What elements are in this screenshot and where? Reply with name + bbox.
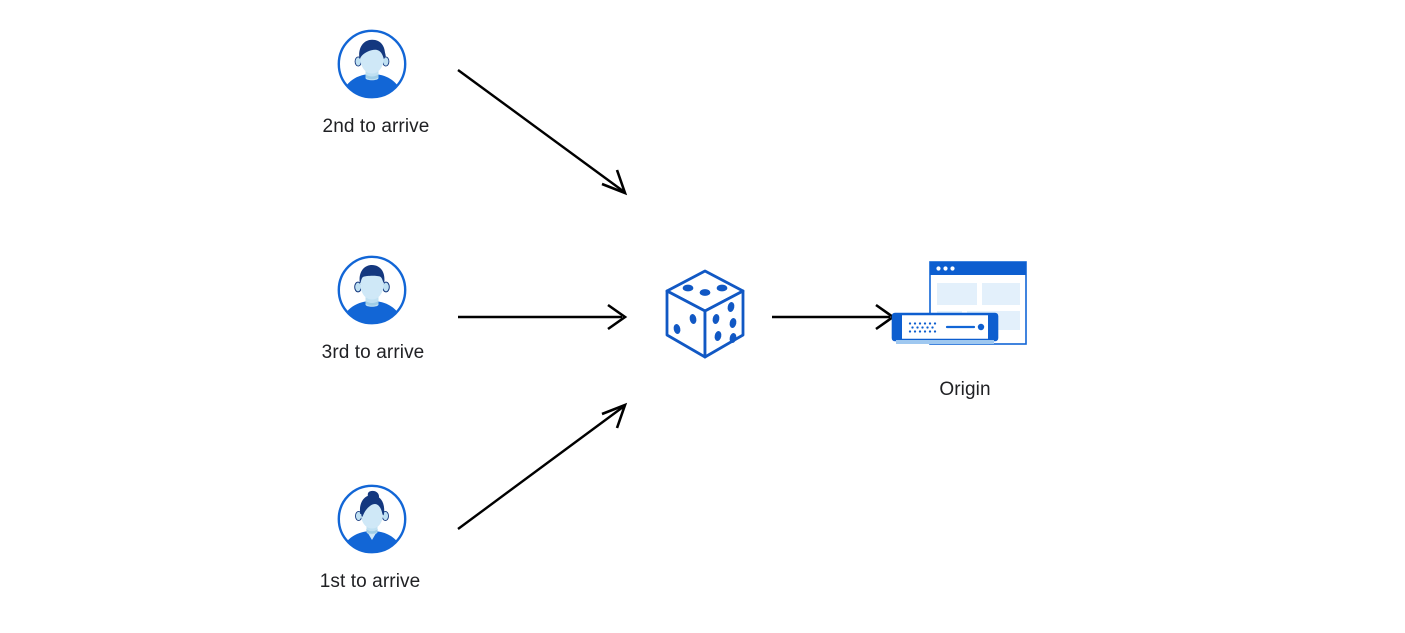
node-label-user-2nd: 2nd to arrive — [322, 116, 430, 137]
node-origin[interactable] — [890, 256, 1030, 361]
node-user-2nd[interactable] — [336, 28, 408, 100]
origin-server-icon — [891, 261, 1027, 345]
arrow-1st-to-dice — [457, 402, 628, 530]
node-user-1st[interactable] — [336, 483, 408, 555]
arrow-3rd-to-dice — [458, 303, 628, 331]
server-device-icon — [891, 312, 999, 344]
arrow-dice-to-origin — [772, 303, 896, 331]
arrow-2nd-to-dice — [457, 69, 628, 196]
user-avatar-icon — [337, 29, 407, 99]
node-user-3rd[interactable] — [336, 254, 408, 326]
node-label-user-1st: 1st to arrive — [319, 571, 421, 592]
node-label-user-3rd: 3rd to arrive — [321, 342, 425, 363]
user-avatar-icon — [337, 484, 407, 554]
user-avatar-icon — [337, 255, 407, 325]
dice-icon — [665, 269, 745, 359]
node-randomizer[interactable] — [660, 267, 750, 362]
node-label-origin: Origin — [939, 379, 991, 400]
